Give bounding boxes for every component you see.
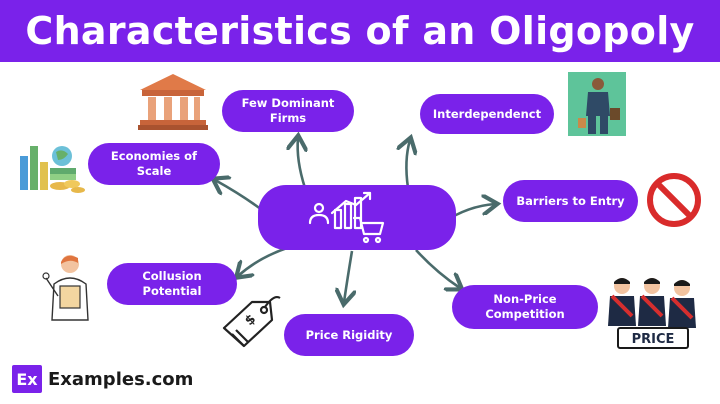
node-price-rigidity: Price Rigidity: [284, 314, 414, 356]
node-collusion-potential: Collusion Potential: [107, 263, 237, 305]
brand-logo[interactable]: Ex Examples.com: [12, 364, 193, 394]
arrow-economies-of-scale: [215, 180, 263, 212]
price-sign-text: PRICE: [632, 332, 675, 347]
node-non-price-competition: Non-Price Competition: [452, 285, 598, 329]
running-businessmen-icon: PRICE: [608, 278, 696, 349]
doctor-icon: [42, 255, 89, 321]
node-interdependence: Interdependenct: [420, 94, 554, 134]
page-title: Characteristics of an Oligopoly: [25, 9, 695, 53]
arrow-collusion-potential: [238, 246, 288, 276]
arrow-non-price-competition: [415, 249, 460, 288]
central-hub: [258, 185, 456, 250]
market-chart-cart-icon: [308, 191, 385, 244]
node-barriers-to-entry: Barriers to Entry: [503, 180, 638, 222]
brand-logo-box: Ex: [12, 365, 42, 393]
arrow-price-rigidity: [344, 250, 352, 302]
bank-icon: [138, 74, 208, 130]
arrow-interdependence: [406, 140, 410, 189]
brand-name: Examples.com: [48, 368, 194, 390]
node-economies-of-scale: Economies of Scale: [88, 143, 220, 185]
header-bar: [0, 0, 720, 62]
arrow-few-dominant-firms: [298, 138, 305, 189]
price-tag-icon: $: [222, 295, 281, 348]
prohibited-icon: [647, 173, 701, 227]
price-tag-symbol: $: [242, 312, 259, 329]
coins-chart-icon: [20, 146, 85, 193]
businessman-icon: [568, 72, 626, 136]
node-few-dominant-firms: Few Dominant Firms: [222, 90, 354, 132]
